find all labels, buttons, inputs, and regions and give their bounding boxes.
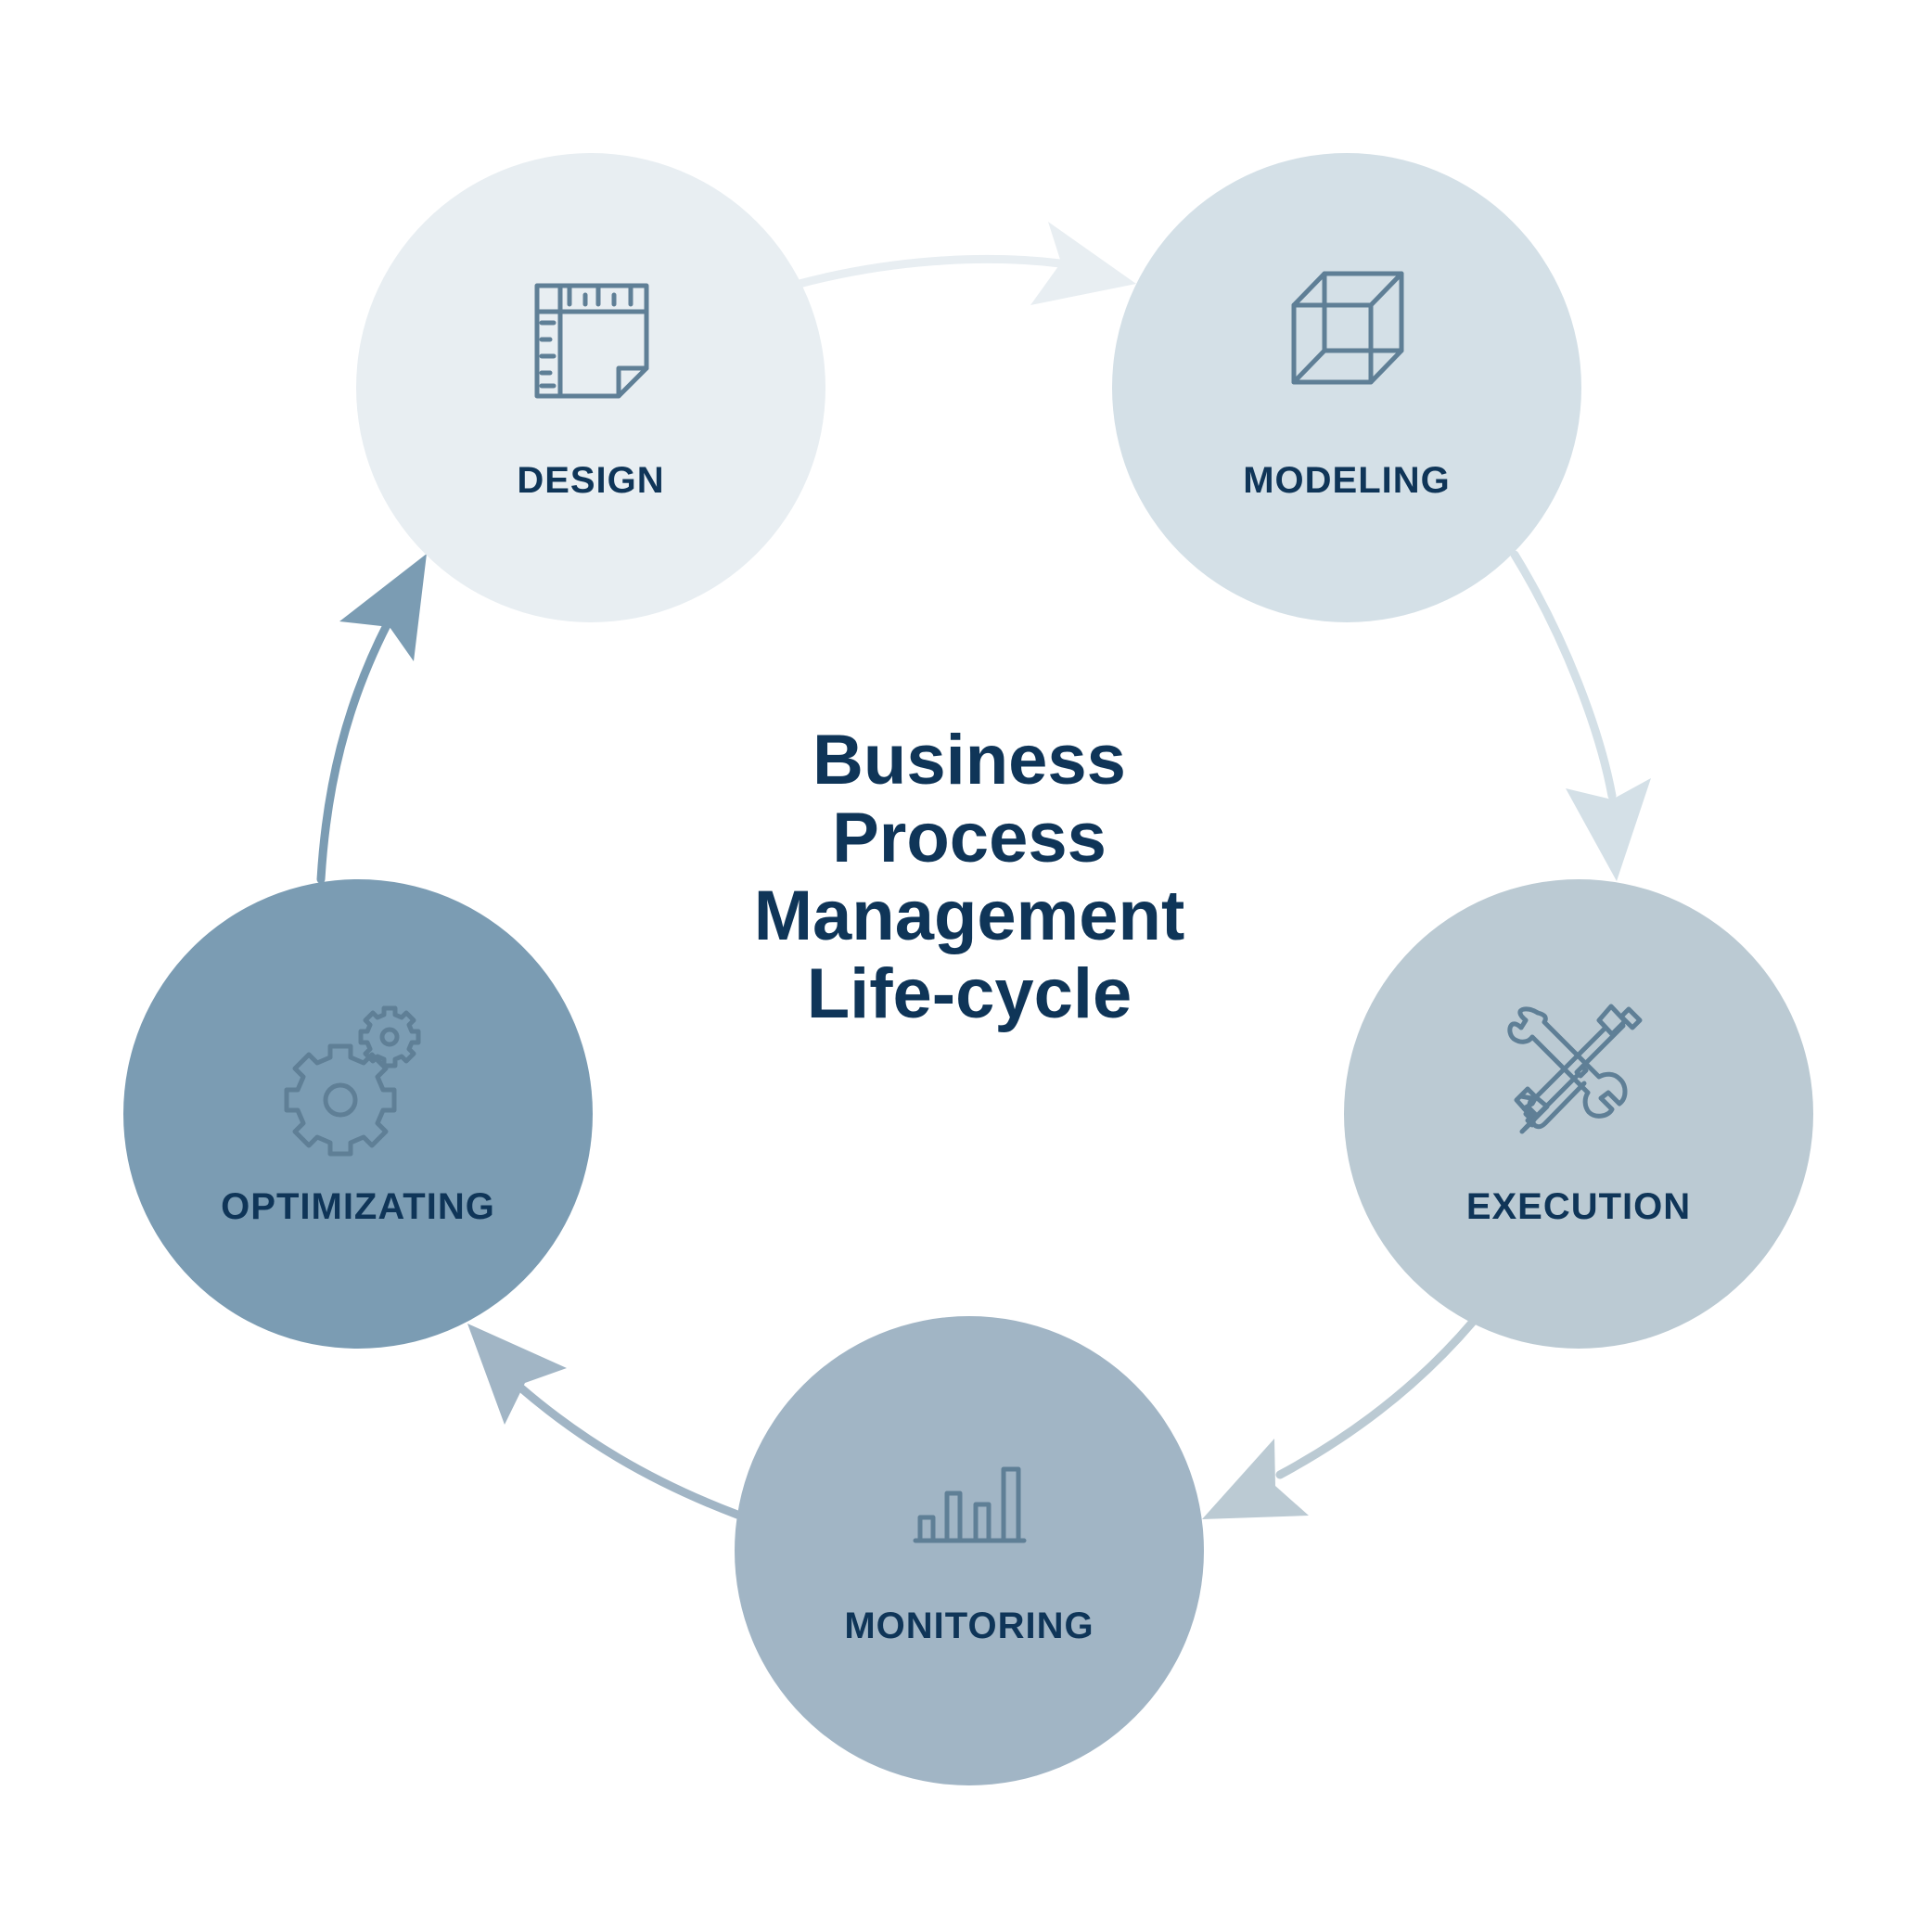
arrow-design-to-modeling <box>791 222 1136 305</box>
gears-icon <box>284 1005 421 1157</box>
stage-label: EXECUTION <box>1466 1186 1691 1227</box>
wireframe-cube-icon <box>1291 271 1404 385</box>
title-line: Business <box>812 721 1126 800</box>
stage-design: DESIGN <box>356 153 825 622</box>
title-line: Process <box>832 799 1107 877</box>
arrow-shaft <box>316 619 392 884</box>
arrow-shaft <box>1510 550 1617 800</box>
arrow-shaft <box>791 254 1065 289</box>
wrench-icon <box>1507 1006 1628 1119</box>
blueprint-ruler-icon <box>534 283 649 399</box>
arrow-execution-to-monitoring <box>1202 1317 1478 1519</box>
arrow-shaft <box>515 1382 742 1519</box>
arrowhead <box>339 554 427 661</box>
stage-label: OPTIMIZATING <box>221 1186 495 1227</box>
arrow-monitoring-to-optimizing <box>467 1324 742 1519</box>
stage-optimizing: OPTIMIZATING <box>123 879 593 1349</box>
stage-monitoring: MONITORING <box>735 1316 1204 1785</box>
stage-execution: EXECUTION <box>1344 879 1813 1349</box>
arrow-shaft <box>1275 1317 1478 1479</box>
bar-chart-icon <box>913 1466 1027 1543</box>
stage-circle <box>356 153 825 622</box>
title-line: Life-cycle <box>807 954 1132 1033</box>
stage-circle <box>735 1316 1204 1785</box>
arrowhead <box>1566 778 1651 881</box>
stage-modeling: MODELING <box>1112 153 1581 622</box>
stage-circle <box>1112 153 1581 622</box>
center-title: Business Process Management Life-cycle <box>754 721 1185 1033</box>
arrowhead <box>467 1324 567 1425</box>
title-line: Management <box>754 876 1185 955</box>
arrow-modeling-to-execution <box>1510 550 1651 881</box>
stage-label: MONITORING <box>844 1606 1094 1646</box>
stage-label: MODELING <box>1243 460 1451 501</box>
arrowhead <box>1030 222 1136 305</box>
arrow-optimizing-to-design <box>316 554 427 884</box>
stage-circle <box>123 879 593 1349</box>
screwdriver-icon <box>1530 1006 1643 1130</box>
stage-label: DESIGN <box>517 460 664 501</box>
stage-circle <box>1344 879 1813 1349</box>
arrowhead <box>1202 1439 1309 1519</box>
